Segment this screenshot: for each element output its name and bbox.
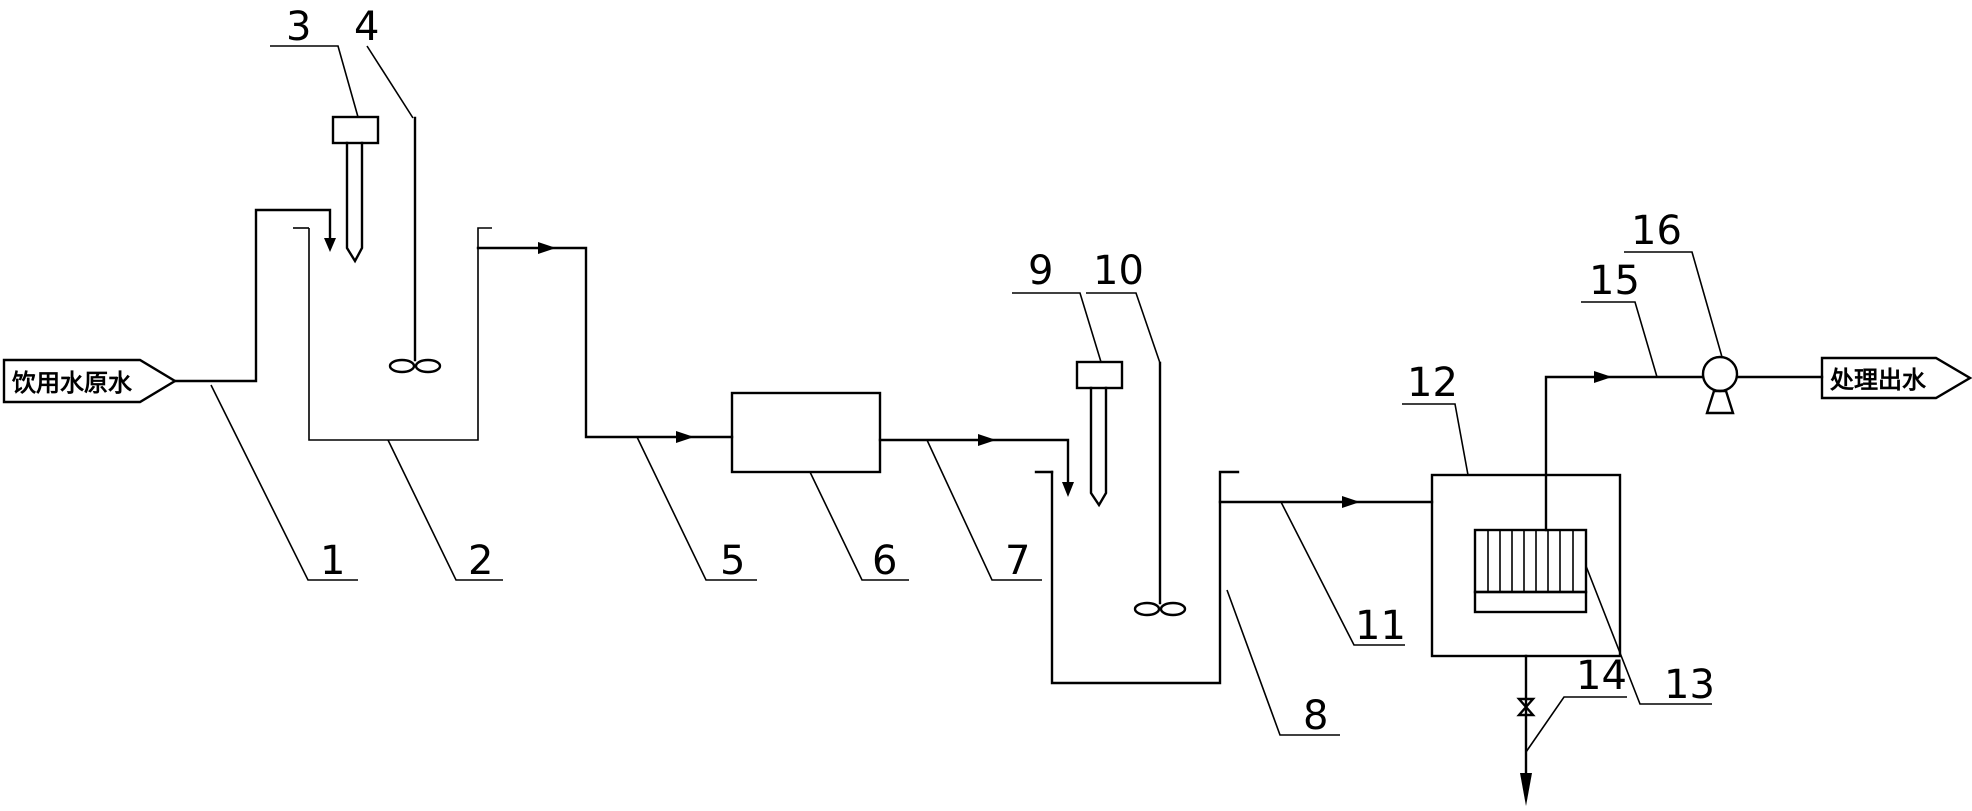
callout-16: 16 [1631,208,1682,254]
permeate-pipe-15 [1544,371,1824,532]
outlet-label: 处理出水 [1829,366,1927,394]
flow-arrow-11 [1342,496,1360,508]
callout-1: 1 [320,538,345,584]
leader-lines [210,45,1723,753]
mixing-tank-2 [1034,470,1240,685]
dosing-device-3 [331,115,380,264]
agitator-10 [1133,361,1187,617]
drain-pipe-14 [1516,654,1536,806]
flow-arrow-15 [1594,371,1612,383]
callout-2: 2 [468,538,493,584]
callout-5: 5 [720,538,745,584]
drain-arrow [1520,773,1532,806]
callout-11: 11 [1355,603,1406,649]
treatment-unit-6 [730,391,882,474]
callout-4: 4 [354,4,379,50]
inlet-label: 饮用水原水 [11,369,133,397]
pipe-11 [1218,496,1434,508]
mixing-tank-1 [293,227,492,441]
inlet-flow-arrow [324,238,336,252]
callout-10: 10 [1093,248,1144,294]
callout-8: 8 [1303,693,1328,739]
agitator-4 [388,116,442,374]
membrane-module-13 [1473,528,1588,614]
membrane-reactor-12 [1430,473,1622,658]
pipe-5 [476,242,734,443]
callout-3: 3 [286,4,311,50]
outlet-tag: 处理出水 [1820,356,1972,400]
flow-arrow-5b [676,431,694,443]
flow-arrow-7b [1062,482,1074,497]
pipe-7 [878,434,1074,497]
callout-9: 9 [1028,248,1053,294]
dosing-device-9 [1075,360,1124,508]
callout-13: 13 [1664,662,1715,708]
callout-12: 12 [1407,360,1458,406]
callout-6: 6 [872,538,897,584]
drain-valve [1516,697,1536,717]
callout-7: 7 [1005,538,1030,584]
callout-numbers: 1 2 3 4 5 6 7 8 9 10 11 12 13 14 15 16 [286,4,1715,739]
flow-arrow-7a [978,434,996,446]
pump-16 [1701,355,1739,415]
callout-14: 14 [1576,653,1627,699]
callout-15: 15 [1589,258,1640,304]
inlet-tag: 饮用水原水 [2,358,178,404]
inlet-pipe [173,208,336,383]
flow-arrow-5a [538,242,556,254]
